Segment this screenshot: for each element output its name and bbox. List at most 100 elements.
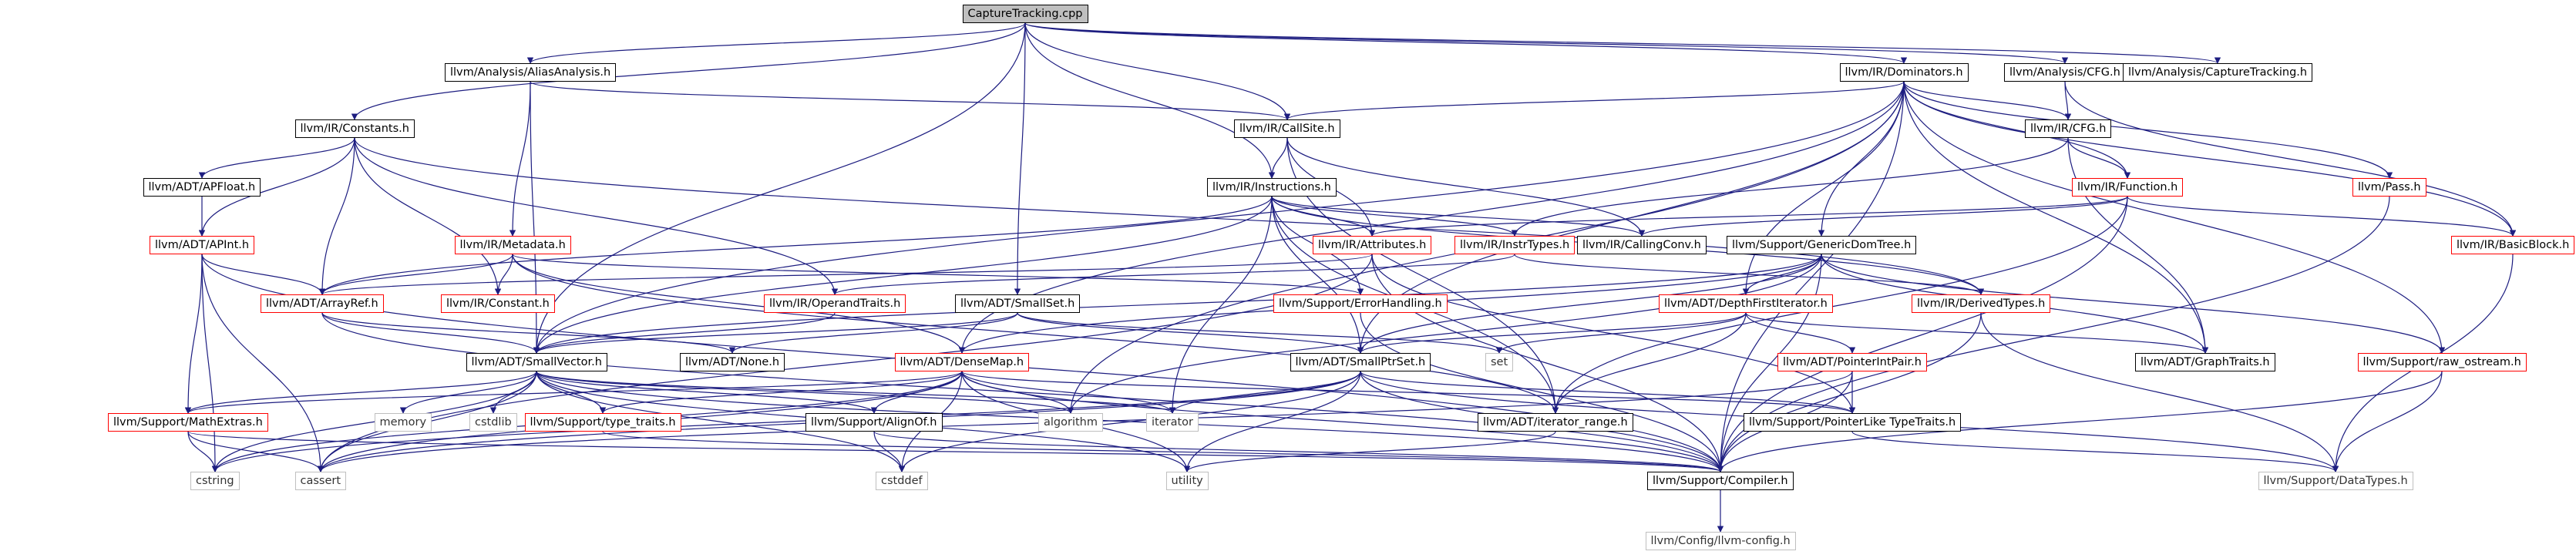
edge-sset-to-set (1017, 312, 1503, 354)
edge-dom-to-cs (1284, 81, 1905, 120)
graph-node-gdt[interactable]: llvm/Support/GenericDomTree.h (1727, 236, 1917, 254)
graph-node-meta[interactable]: llvm/IR/Metadata.h (454, 236, 571, 254)
edge-itype-to-der (1514, 254, 1985, 295)
edge-api-to-cstring (201, 254, 219, 472)
edge-svec-to-cstddef (536, 371, 906, 472)
graph-node-plt[interactable]: llvm/Support/PointerLike TypeTraits.h (1744, 413, 1962, 432)
edge-fn-to-ir (1552, 196, 2128, 414)
edge-dom-to-ros (1903, 81, 2446, 354)
edge-dom-to-cfgI (1903, 81, 2072, 120)
edge-meta-to-ir (512, 254, 1559, 414)
graph-node-apf[interactable]: llvm/ADT/APFloat.h (143, 178, 261, 197)
graph-node-cfgA[interactable]: llvm/Analysis/CFG.h (2004, 63, 2126, 82)
graph-node-cons[interactable]: llvm/IR/Constants.h (294, 119, 415, 138)
graph-node-err[interactable]: llvm/Support/ErrorHandling.h (1273, 294, 1448, 313)
graph-node-set[interactable]: set (1485, 353, 1514, 371)
edge-api-to-aref (201, 254, 326, 295)
graph-node-comp[interactable]: llvm/Support/Compiler.h (1647, 472, 1794, 490)
graph-node-cstring[interactable]: cstring (190, 472, 240, 490)
edge-gdt-to-ros (1821, 254, 2446, 354)
edge-dom-to-pass (1903, 81, 2393, 179)
edge-sps-to-cstddef (898, 371, 1361, 472)
edge-sps-to-iter (1169, 371, 1361, 414)
edge-dmap-to-comp (961, 371, 1724, 472)
edge-cs-to-cconv (1286, 137, 1646, 237)
graph-node-dfi[interactable]: llvm/ADT/DepthFirstIterator.h (1659, 294, 1833, 313)
graph-node-algo[interactable]: algorithm (1038, 413, 1103, 432)
graph-node-cs[interactable]: llvm/IR/CallSite.h (1234, 119, 1340, 138)
edge-mex-to-cassert (187, 431, 325, 472)
graph-node-ins[interactable]: llvm/IR/Instructions.h (1207, 178, 1337, 197)
edge-optr-to-svec (533, 312, 836, 354)
edge-der-to-dt (1980, 312, 2339, 472)
graph-node-mem[interactable]: memory (374, 413, 432, 432)
edge-aa-to-cs (530, 81, 1290, 120)
graph-node-const[interactable]: llvm/IR/Constant.h (441, 294, 555, 313)
edge-meta-to-err (512, 254, 1364, 295)
edge-cons-to-apf (198, 137, 355, 179)
graph-node-sset[interactable]: llvm/ADT/SmallSet.h (955, 294, 1081, 313)
edge-ir-to-utility (1183, 431, 1556, 472)
graph-node-aa[interactable]: llvm/Analysis/AliasAnalysis.h (445, 63, 617, 82)
graph-node-cassert[interactable]: cassert (294, 472, 347, 490)
graph-node-ct[interactable]: CaptureTracking.cpp (962, 5, 1088, 23)
edge-cons-to-const (354, 137, 502, 295)
graph-node-gt[interactable]: llvm/ADT/GraphTraits.h (2135, 353, 2275, 371)
edge-ins-to-svec (533, 196, 1273, 354)
graph-node-ros[interactable]: llvm/Support/raw_ostream.h (2357, 353, 2527, 371)
edge-svec-to-algo (536, 371, 1074, 414)
edge-meta-to-aref (318, 254, 513, 295)
graph-node-aref[interactable]: llvm/ADT/ArrayRef.h (261, 294, 384, 313)
graph-node-dom[interactable]: llvm/IR/Dominators.h (1839, 63, 1969, 82)
edge-ins-to-aref (318, 196, 1273, 295)
graph-node-aln[interactable]: llvm/Support/AlignOf.h (805, 413, 943, 432)
graph-node-iter[interactable]: iterator (1146, 413, 1199, 432)
edge-fn-to-bb (2127, 196, 2517, 237)
edge-ct-to-sset (1014, 22, 1026, 295)
edge-ttr-to-comp (602, 431, 1723, 472)
edge-mex-to-cstring (187, 431, 219, 472)
edge-dom-to-svec (533, 81, 1905, 354)
edge-api-to-mex (184, 254, 203, 414)
graph-node-pass[interactable]: llvm/Pass.h (2352, 178, 2426, 197)
edge-ct-to-ctH (1024, 22, 2221, 64)
graph-node-sps[interactable]: llvm/ADT/SmallPtrSet.h (1290, 353, 1431, 371)
graph-node-api[interactable]: llvm/ADT/APInt.h (150, 236, 255, 254)
graph-node-utility[interactable]: utility (1165, 472, 1209, 490)
edge-ct-to-cfgA (1024, 22, 2068, 64)
graph-node-optr[interactable]: llvm/IR/OperandTraits.h (764, 294, 906, 313)
graph-node-none[interactable]: llvm/ADT/None.h (680, 353, 785, 371)
graph-node-cfgI[interactable]: llvm/IR/CFG.h (2025, 119, 2112, 138)
graph-node-der[interactable]: llvm/IR/DerivedTypes.h (1912, 294, 2051, 313)
edge-dmap-to-iter (961, 371, 1176, 414)
graph-node-pip[interactable]: llvm/ADT/PointerIntPair.h (1777, 353, 1927, 371)
edge-cfgI-to-itype (1511, 137, 2069, 237)
graph-node-ctH[interactable]: llvm/Analysis/CaptureTracking.h (2123, 63, 2313, 82)
edge-ins-to-itype (1271, 196, 1518, 237)
edge-ct-to-cons (351, 22, 1026, 120)
edge-cfgI-to-fn (2067, 137, 2131, 179)
edge-aref-to-svec (321, 312, 540, 354)
graph-node-cfg[interactable]: llvm/Config/llvm-config.h (1645, 532, 1796, 550)
edge-dfi-to-sps (1357, 312, 1747, 354)
edge-meta-to-const (494, 254, 513, 295)
graph-node-ir[interactable]: llvm/ADT/iterator_range.h (1478, 413, 1633, 432)
graph-node-svec[interactable]: llvm/ADT/SmallVector.h (466, 353, 607, 371)
graph-node-ttr[interactable]: llvm/Support/type_traits.h (524, 413, 681, 432)
graph-node-mex[interactable]: llvm/Support/MathExtras.h (108, 413, 268, 432)
graph-node-itype[interactable]: llvm/IR/InstrTypes.h (1454, 236, 1576, 254)
edge-dfi-to-ir (1552, 312, 1747, 414)
edge-dmap-to-mex (185, 371, 963, 414)
graph-node-dt[interactable]: llvm/Support/DataTypes.h (2258, 472, 2413, 490)
edge-fn-to-attr (1369, 196, 2128, 237)
graph-node-cconv[interactable]: llvm/IR/CallingConv.h (1577, 236, 1707, 254)
graph-node-cstddef[interactable]: cstddef (876, 472, 928, 490)
edge-aref-to-comp (321, 312, 1724, 472)
edge-aln-to-comp (873, 431, 1723, 472)
graph-node-attr[interactable]: llvm/IR/Attributes.h (1313, 236, 1432, 254)
graph-node-cstdlib[interactable]: cstdlib (469, 413, 517, 432)
graph-node-dmap[interactable]: llvm/ADT/DenseMap.h (894, 353, 1030, 371)
graph-node-fn[interactable]: llvm/IR/Function.h (2072, 178, 2184, 197)
edge-dom-to-dfi (1742, 81, 1905, 295)
graph-node-bb[interactable]: llvm/IR/BasicBlock.h (2451, 236, 2575, 254)
